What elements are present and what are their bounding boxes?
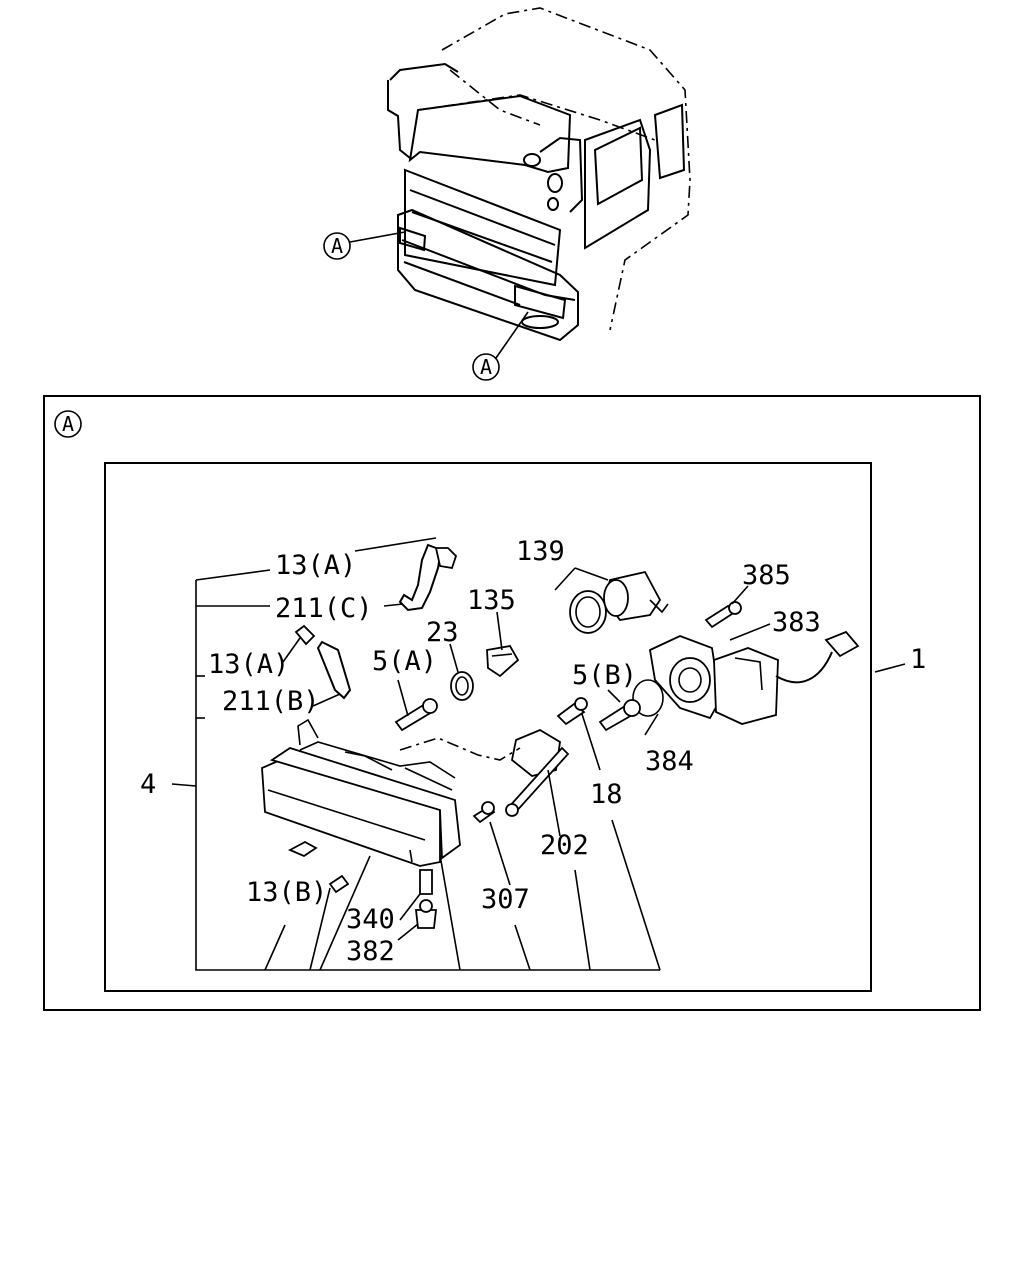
label-139: 139 [516, 536, 565, 567]
label-1: 1 [910, 644, 926, 675]
label-383: 383 [772, 607, 821, 638]
svg-text:A: A [331, 234, 343, 258]
label-18: 18 [590, 779, 623, 810]
bolt-385 [704, 601, 742, 629]
label-4: 4 [140, 769, 156, 800]
callout-a-bottom: A [472, 311, 529, 381]
svg-text:A: A [62, 412, 74, 436]
label-13a-left: 13(A) [208, 649, 289, 680]
leader-lines [171, 537, 906, 971]
detail-view-marker: A [54, 410, 82, 438]
label-382: 382 [346, 936, 395, 967]
callout-a-left: A [323, 231, 406, 260]
label-5a: 5(A) [372, 646, 437, 677]
screw-18 [556, 697, 588, 726]
label-307: 307 [481, 884, 530, 915]
adjuster-5b [598, 699, 641, 732]
svg-text:A: A [480, 355, 492, 379]
label-384: 384 [645, 746, 694, 777]
spring-23 [450, 671, 474, 701]
detail-outer-frame [43, 395, 981, 1011]
leveling-hoses [294, 543, 458, 700]
clip-13b [328, 874, 350, 894]
truck-cab-illustration [387, 7, 691, 342]
headlamp-housing [261, 718, 461, 867]
adjuster-5a [394, 698, 438, 732]
bolt-307 [472, 801, 496, 824]
socket-139 [569, 570, 669, 634]
label-13b: 13(B) [246, 877, 327, 908]
label-385: 385 [742, 560, 791, 591]
label-23: 23 [426, 617, 459, 648]
detail-inner-frame [104, 462, 872, 992]
clip-135 [486, 645, 520, 678]
label-211c: 211(C) [275, 593, 373, 624]
label-202: 202 [540, 830, 589, 861]
label-5b: 5(B) [572, 660, 637, 691]
socket-382 [414, 899, 438, 929]
label-13a-top: 13(A) [275, 550, 356, 581]
label-211b: 211(B) [222, 686, 320, 717]
leveling-motor-383 [648, 630, 860, 725]
assembly-centerline [399, 737, 521, 761]
bracket-202 [505, 728, 570, 817]
bulb-340 [419, 869, 433, 895]
o-ring-384 [632, 679, 664, 717]
label-135: 135 [467, 585, 516, 616]
label-340: 340 [346, 904, 395, 935]
